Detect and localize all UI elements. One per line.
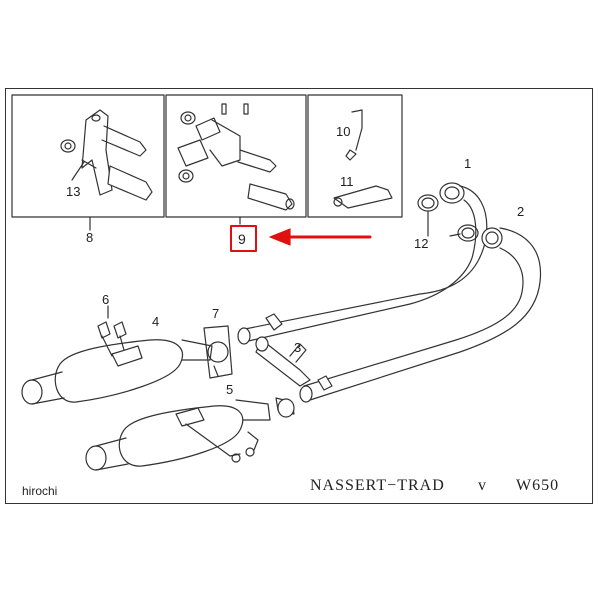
callout-8: 8: [86, 230, 93, 245]
callout-3: 3: [294, 340, 301, 355]
callout-12: 12: [414, 236, 428, 251]
brand-label: hirochi: [22, 484, 58, 498]
callout-4: 4: [152, 314, 159, 329]
callout-13: 13: [66, 184, 80, 199]
model-name: NASSERT−TRAD: [310, 477, 445, 494]
inset-panel-9: [165, 94, 307, 218]
gaskets-12: [417, 194, 479, 242]
callout-1: 1: [464, 156, 471, 171]
callout-2: 2: [517, 204, 524, 219]
clamp-7: [203, 325, 233, 379]
highlight-box-9-icon: [230, 225, 257, 252]
connector-pipe-3: [255, 336, 311, 387]
inset-panel-8: [11, 94, 165, 218]
callout-6: 6: [102, 292, 109, 307]
callout-9: 9: [238, 231, 246, 247]
callout-5: 5: [226, 382, 233, 397]
red-arrow-icon: [269, 228, 372, 246]
exhaust-pipe-2: [299, 227, 542, 403]
inset-panel-10-11: [307, 94, 403, 218]
version-mark: v: [478, 477, 487, 494]
muffler-5: [85, 399, 271, 471]
pipe-clamps: [265, 313, 333, 418]
bolts-6: [97, 305, 127, 357]
callout-10: 10: [336, 124, 350, 139]
model-code: W650: [516, 477, 559, 494]
callout-11: 11: [340, 174, 354, 189]
callout-7: 7: [212, 306, 219, 321]
muffler-4: [21, 339, 213, 405]
